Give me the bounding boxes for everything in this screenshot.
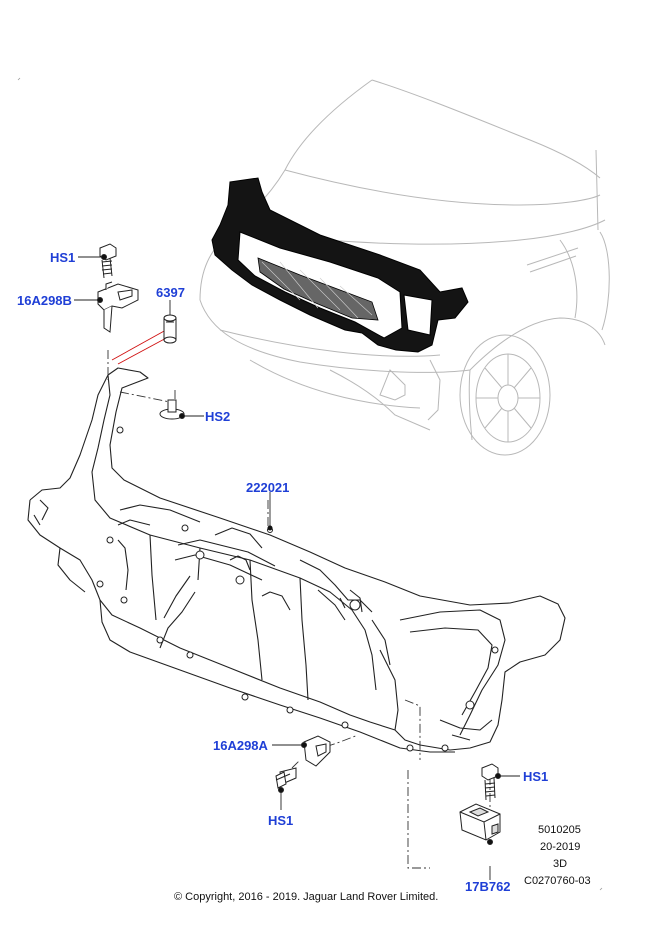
- bracket-16a298a: [301, 735, 331, 767]
- callout-6397[interactable]: 6397: [156, 285, 185, 300]
- bolt-hs1-bottom-right: [481, 763, 501, 801]
- ref-line-2: 20-2019: [540, 841, 581, 853]
- screw-hs2: [159, 399, 185, 420]
- radiator-support-panel: [27, 367, 566, 753]
- bolt-hs1-bottom-left: [275, 767, 297, 793]
- ref-line-4: C0270760-03: [524, 875, 591, 887]
- callout-16a298a[interactable]: 16A298A: [213, 738, 268, 753]
- highlighted-frame-on-vehicle: [211, 177, 469, 353]
- copyright-notice: © Copyright, 2016 - 2019. Jaguar Land Ro…: [174, 891, 439, 903]
- corner-mark: [599, 887, 603, 891]
- callout-hs1-bottom-left[interactable]: HS1: [268, 813, 294, 828]
- callout-17b762[interactable]: 17B762: [465, 879, 511, 894]
- corner-mark: [17, 77, 21, 81]
- callout-hs1-bottom-right[interactable]: HS1: [523, 769, 549, 784]
- ref-line-3: 3D: [553, 858, 568, 870]
- ref-line-1: 5010205: [538, 824, 581, 836]
- callout-222021[interactable]: 222021: [246, 480, 290, 495]
- callout-hs2[interactable]: HS2: [205, 409, 231, 424]
- leader-lines: [74, 256, 520, 880]
- red-leader-lines: [111, 329, 171, 365]
- pin-6397: [163, 314, 177, 344]
- callout-hs1-top[interactable]: HS1: [50, 250, 76, 265]
- callout-16a298b[interactable]: 16A298B: [17, 293, 72, 308]
- vehicle-outline: [199, 79, 610, 456]
- bracket-16a298b: [97, 281, 139, 333]
- bracket-17b762: [459, 803, 501, 845]
- bolt-hs1-top: [99, 243, 117, 279]
- panel-holes: [96, 426, 499, 752]
- marker-222021: [267, 525, 273, 531]
- guide-lines: [107, 350, 491, 869]
